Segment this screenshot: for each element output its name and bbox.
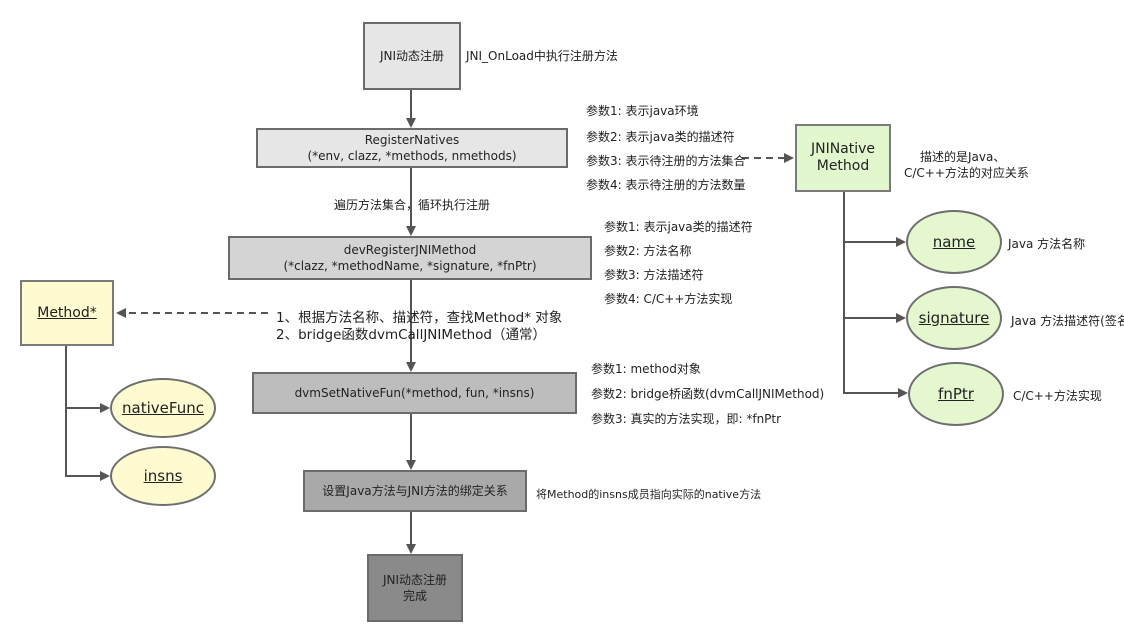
dev-param-2: 参数2: 方法名称 [604,244,692,258]
jninative-line1: JNINative [810,141,876,157]
dev-param-1: 参数1: 表示java类的描述符 [604,220,753,234]
signature-label: signature [918,309,990,327]
dvm-param-2: 参数2: bridge桥函数(dvmCallJNIMethod) [591,387,825,401]
bind-box: 设置Java方法与JNI方法的绑定关系 [303,470,527,512]
loop-note: 遍历方法集合，循环执行注册 [334,198,491,212]
fnptr-desc: C/C++方法实现 [1013,389,1102,403]
dev-register-title: devRegisterJNIMethod [343,243,477,257]
done-line2: 完成 [402,589,427,603]
name-desc: Java 方法名称 [1008,237,1086,251]
register-natives-box: RegisterNatives (*env, clazz, *methods, … [256,128,568,168]
signature-desc: Java 方法描述符(签名) [1011,314,1124,328]
dvm-set-native-label: dvmSetNativeFun(*method, fun, *insns) [294,386,535,400]
done-box: JNI动态注册 完成 [367,554,463,622]
bind-label: 设置Java方法与JNI方法的绑定关系 [322,484,508,498]
rn-param-1: 参数1: 表示java环境 [586,104,699,118]
bridge-note: 2、bridge函数dvmCallJNIMethod（通常） [276,327,547,343]
dev-param-3: 参数3: 方法描述符 [604,268,704,282]
jninative-desc-1: 描述的是Java、 [920,150,1006,164]
rn-param-2: 参数2: 表示java类的描述符 [586,130,735,144]
lookup-note: 1、根据方法名称、描述符，查找Method* 对象 [276,310,563,326]
dvm-set-native-box: dvmSetNativeFun(*method, fun, *insns) [252,372,577,414]
dvm-param-1: 参数1: method对象 [591,362,701,376]
rn-param-3: 参数3: 表示待注册的方法集合 [586,154,746,168]
connector-jninative-to-fnptr [843,318,908,398]
method-ptr-label: Method* [37,305,97,321]
name-ellipse: name [906,210,1002,274]
register-natives-args: (*env, clazz, *methods, nmethods) [307,149,517,163]
nativefunc-ellipse: nativeFunc [110,378,216,438]
method-ptr-box: Method* [20,280,114,346]
connector-jninative-to-name [843,192,906,247]
fnptr-label: fnPtr [938,385,974,403]
jni-register-label: JNI动态注册 [379,49,445,63]
dev-register-box: devRegisterJNIMethod (*clazz, *methodNam… [228,236,592,280]
nativefunc-label: nativeFunc [122,399,204,417]
dev-param-4: 参数4: C/C++方法实现 [604,292,733,306]
jninative-desc-2: C/C++方法的对应关系 [904,166,1029,180]
name-label: name [932,233,976,251]
insns-ellipse: insns [110,446,216,506]
jni-register-box: JNI动态注册 [363,22,461,90]
connector-method-to-nativefunc [65,346,110,413]
rn-param-4: 参数4: 表示待注册的方法数量 [586,178,746,192]
onload-note: JNI_OnLoad中执行注册方法 [466,49,618,63]
bind-desc: 将Method的insns成员指向实际的native方法 [536,488,762,501]
connector-jninative-to-signature [843,242,906,323]
dvm-param-3: 参数3: 真实的方法实现，即: *fnPtr [591,412,782,426]
done-line1: JNI动态注册 [382,573,448,587]
dev-register-args: (*clazz, *methodName, *signature, *fnPtr… [283,259,537,273]
register-natives-title: RegisterNatives [364,133,460,147]
signature-ellipse: signature [906,286,1002,350]
jninative-line2: Method [816,158,870,174]
connector-method-to-insns [65,408,110,481]
insns-label: insns [143,467,183,485]
jninative-method-box: JNINative Method [795,124,891,192]
fnptr-ellipse: fnPtr [908,362,1004,426]
